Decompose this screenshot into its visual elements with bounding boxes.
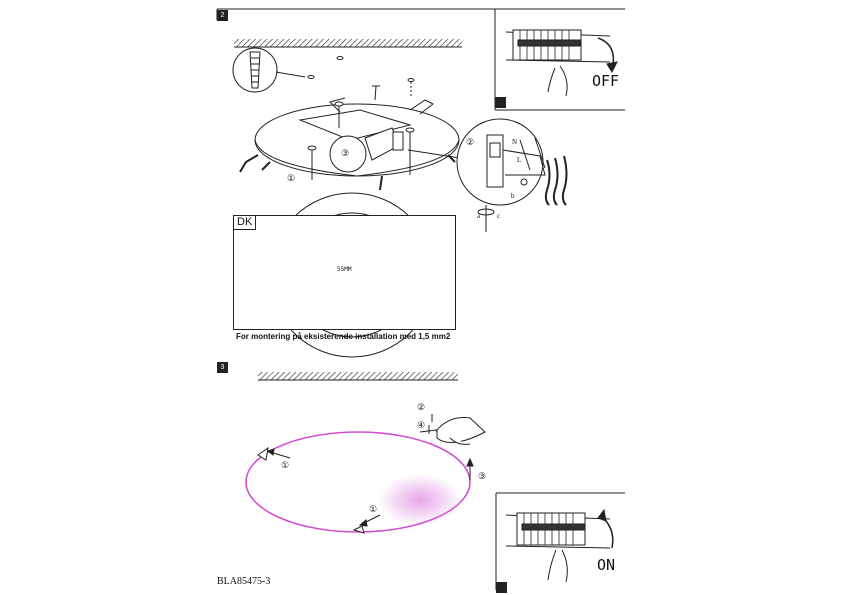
dk-label: DK	[234, 216, 257, 230]
callout-3-right: ③	[478, 471, 487, 481]
callout-2-clip: ②	[417, 402, 426, 412]
terminal-magnifier	[407, 118, 568, 232]
lamp-holder	[329, 127, 404, 173]
wall-plug-magnifier	[232, 47, 306, 93]
hand-drawing	[436, 417, 486, 445]
step-badge-2: 2	[217, 10, 228, 21]
dimension-label: 55MM	[337, 266, 352, 273]
dk-detail-box: DK	[233, 215, 456, 330]
callout-1-bottom: ①	[369, 504, 378, 514]
ceiling-holes	[307, 56, 415, 96]
bottom-right-frame	[495, 492, 625, 590]
cover-arrows	[266, 414, 474, 527]
wire-b-label: b	[511, 192, 515, 200]
on-label: ON	[597, 556, 616, 574]
installation-caption: For montering på eksisterende installati…	[236, 332, 451, 341]
off-panel-badge	[495, 97, 506, 108]
off-label: OFF	[592, 72, 620, 90]
breaker-off-drawing	[505, 29, 618, 97]
callout-2-top: ②	[466, 137, 475, 147]
wire-a-label: a	[477, 212, 481, 220]
wire-n-label: N	[512, 138, 518, 146]
ceiling-hatch	[234, 39, 462, 47]
callout-3-top: ③	[341, 148, 350, 158]
glass-cover	[245, 429, 471, 534]
callout-4-clip: ④	[417, 420, 426, 430]
wire-c-label: c	[497, 212, 501, 220]
wire-l-label: L	[517, 156, 522, 164]
base-screws	[307, 101, 415, 180]
on-panel-badge	[496, 582, 507, 593]
step-badge-3: 3	[217, 362, 228, 373]
callout-1-top: ①	[287, 173, 296, 183]
document-number: BLA85475-3	[217, 576, 271, 587]
bottom-frame	[258, 372, 458, 381]
breaker-on-drawing	[505, 508, 614, 583]
callout-1-left: ①	[281, 460, 290, 470]
